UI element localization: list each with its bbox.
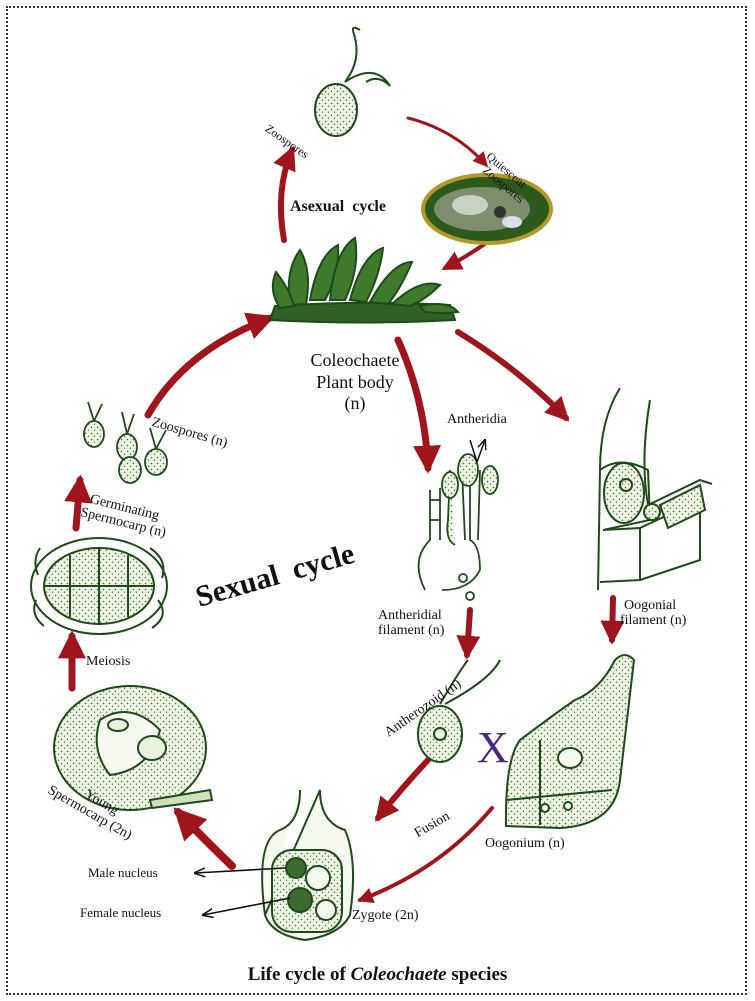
zoospores-n-drawing — [84, 402, 167, 483]
oogonium-drawing — [506, 655, 634, 828]
arrow-plant-to-zoospores — [281, 150, 292, 240]
arrow-zoospores-to-quiescent — [408, 118, 486, 165]
label-oogonial-line2: filament (n) — [620, 613, 686, 628]
caption-suffix: species — [447, 964, 508, 985]
cross-mark: X — [477, 724, 509, 772]
label-antheridial-line2: filament (n) — [378, 623, 444, 638]
label-plant-body-line2: Plant body — [280, 372, 430, 394]
label-oogonial-line1: Oogonial — [624, 598, 686, 613]
arrow-zygote-to-young — [178, 812, 232, 866]
arrow-oogonial-to-oogonium — [612, 598, 613, 640]
arrow-antheridial-to-antherozoid — [467, 610, 470, 655]
figure-caption: Life cycle of Coleochaete species — [0, 964, 755, 986]
label-plant-body-line1: Coleochaete — [280, 350, 430, 372]
arrow-plant-to-oogonial — [458, 332, 566, 418]
label-plant-body: Coleochaete Plant body (n) — [280, 350, 430, 415]
oogonial-filament-drawing — [598, 388, 712, 590]
germinating-spermocarp-drawing — [31, 538, 167, 634]
label-antheridial-line1: Antheridial — [378, 608, 444, 623]
label-antheridial-filament: Antheridial filament (n) — [378, 608, 444, 639]
label-oogonium: Oogonium (n) — [485, 836, 565, 851]
zygote-drawing — [262, 790, 353, 940]
label-antheridia: Antheridia — [447, 412, 507, 427]
label-male-nucleus: Male nucleus — [88, 866, 158, 880]
label-plant-body-line3: (n) — [280, 393, 430, 415]
label-meiosis: Meiosis — [86, 654, 130, 669]
label-female-nucleus: Female nucleus — [80, 906, 161, 920]
zoospore-top-drawing — [315, 28, 390, 136]
label-zygote: Zygote (2n) — [352, 908, 418, 923]
plant-body-drawing — [270, 238, 458, 323]
caption-genus: Coleochaete — [351, 964, 447, 985]
arrow-zoospores-to-plant — [148, 318, 270, 415]
label-oogonial-filament: Oogonial filament (n) — [624, 598, 686, 629]
arrow-antherozoid-to-zygote — [378, 760, 428, 818]
caption-prefix: Life cycle of — [248, 964, 351, 985]
antheridial-filament-drawing — [419, 454, 498, 600]
label-asexual-cycle: Asexual cycle — [290, 198, 386, 216]
